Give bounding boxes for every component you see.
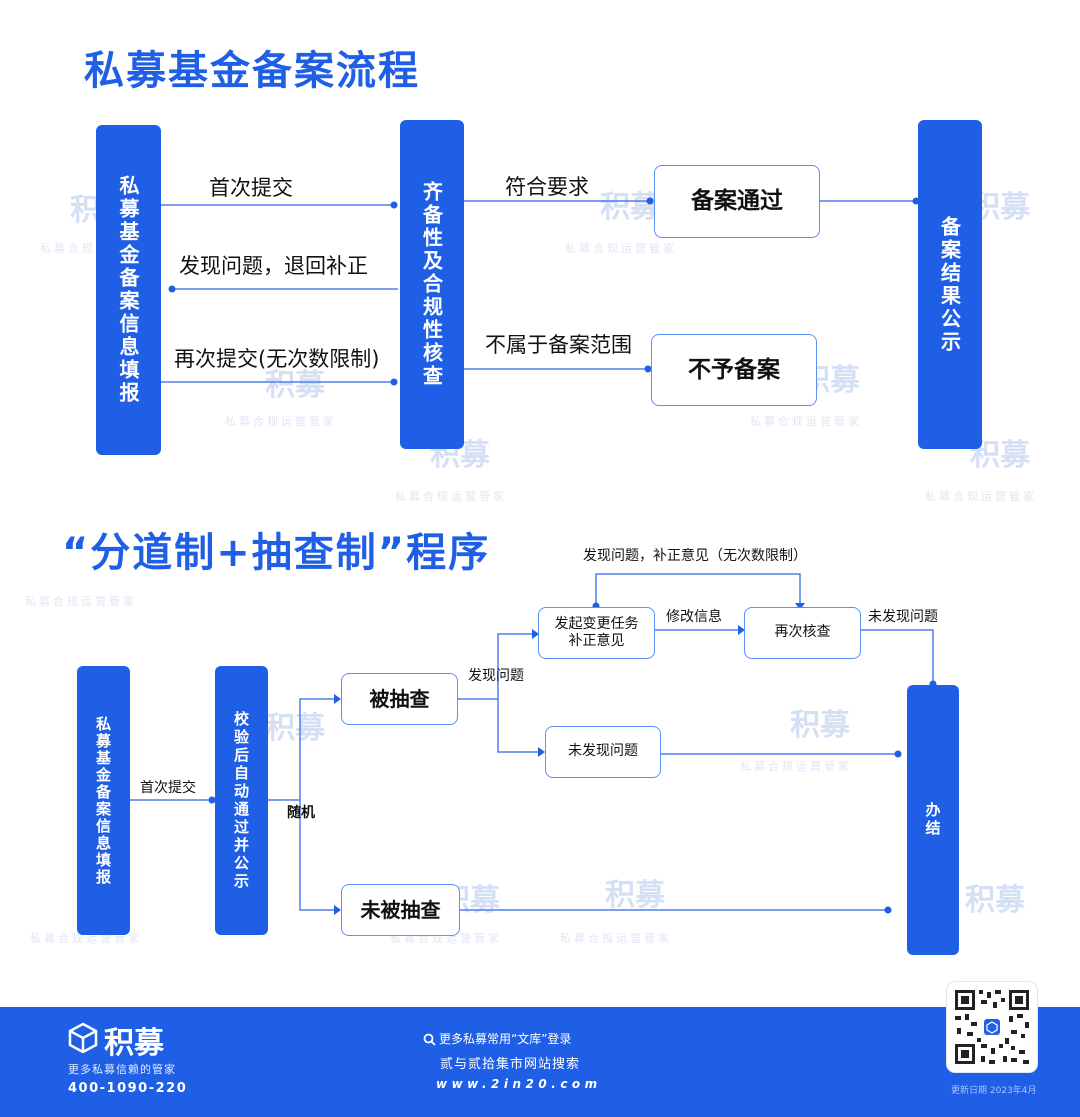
footer-url: www.2in20.com xyxy=(436,1077,602,1091)
box-not-sampled: 未被抽查 xyxy=(341,884,460,936)
box-recheck: 再次核查 xyxy=(744,607,861,659)
label-first-submit: 首次提交 xyxy=(209,176,293,200)
section1-left-bar-label: 私募基金备案信息填报 xyxy=(116,175,140,405)
label-loop-correction: 发现问题，补正意见（无次数限制） xyxy=(583,548,807,564)
label-random: 随机 xyxy=(287,805,315,821)
section2-left-bar-label: 私募基金备案信息填报 xyxy=(94,715,112,886)
section1-mid-bar-label: 齐备性及合规性核查 xyxy=(419,181,444,388)
section2-mid-bar-label: 校验后自动通过并公示 xyxy=(232,710,250,891)
footer-brand: 积募 xyxy=(104,1026,164,1061)
watermark-sub: 私募合规运营管家 xyxy=(25,595,137,608)
watermark-sub: 私募合规运营管家 xyxy=(395,490,507,503)
box-filing-rejected: 不予备案 xyxy=(651,334,817,406)
footer: 积募 更多私募信赖的管家 400-1090-220 更多私募常用“文库”登录 贰… xyxy=(0,1007,1080,1117)
brand-logo-icon xyxy=(68,1022,98,1054)
footer-line1: 更多私募常用“文库”登录 xyxy=(439,1032,572,1046)
label-problem-found: 发现问题 xyxy=(468,668,524,684)
label-first-submit-2: 首次提交 xyxy=(140,780,196,796)
section1-title: 私募基金备案流程 xyxy=(84,48,420,94)
box-no-problem: 未发现问题 xyxy=(545,726,661,778)
footer-line2: 贰与贰拾集市网站搜索 xyxy=(440,1057,581,1072)
box-change-task-line1: 发起变更任务 xyxy=(554,615,639,632)
section1-right-bar: 备案结果公示 xyxy=(918,120,982,449)
box-change-task-line2: 补正意见 xyxy=(568,633,625,649)
qr-code-image xyxy=(955,990,1029,1064)
watermark-sub: 私募合规运营管家 xyxy=(565,242,677,255)
section1-mid-bar: 齐备性及合规性核查 xyxy=(400,120,464,449)
label-no-problem-top: 未发现问题 xyxy=(868,609,938,625)
label-resubmit: 再次提交(无次数限制) xyxy=(174,347,380,371)
watermark-sub: 私募合规运营管家 xyxy=(560,932,672,945)
watermark-sub: 私募合规运营管家 xyxy=(750,415,862,428)
footer-phone: 400-1090-220 xyxy=(68,1081,188,1096)
watermark-sub: 私募合规运营管家 xyxy=(740,760,852,773)
label-not-in-scope: 不属于备案范围 xyxy=(485,333,632,357)
section1-right-bar-label: 备案结果公示 xyxy=(937,215,962,354)
section1-left-bar: 私募基金备案信息填报 xyxy=(96,125,161,455)
watermark-brand: 积募 xyxy=(790,708,850,743)
qr-code xyxy=(947,982,1037,1072)
watermark-brand: 积募 xyxy=(265,368,325,403)
section2-right-bar-label: 办结 xyxy=(923,802,942,838)
watermark-brand: 积募 xyxy=(605,878,665,913)
footer-slogan: 更多私募信赖的管家 xyxy=(68,1063,176,1076)
label-meets-requirements: 符合要求 xyxy=(505,175,589,199)
watermark-sub: 私募合规运营管家 xyxy=(225,415,337,428)
label-return-correct: 发现问题，退回补正 xyxy=(179,254,368,278)
box-sampled: 被抽查 xyxy=(341,673,458,725)
watermark-brand: 积募 xyxy=(600,190,660,225)
box-filing-passed: 备案通过 xyxy=(654,165,820,238)
footer-update-date: 更新日期 2023年4月 xyxy=(951,1086,1037,1096)
watermark-brand: 积募 xyxy=(965,883,1025,918)
watermark-sub: 私募合规运营管家 xyxy=(925,490,1037,503)
watermark-sub: 私募合规运营管家 xyxy=(30,932,142,945)
section2-left-bar: 私募基金备案信息填报 xyxy=(77,666,130,935)
search-icon xyxy=(423,1033,436,1046)
watermark-brand: 积募 xyxy=(265,711,325,746)
section2-right-bar: 办结 xyxy=(907,685,959,955)
section2-title: “分道制+抽查制”程序 xyxy=(62,530,491,576)
box-change-task: 发起变更任务 补正意见 xyxy=(538,607,655,659)
label-modify-info: 修改信息 xyxy=(666,609,722,625)
section2-mid-bar: 校验后自动通过并公示 xyxy=(215,666,268,935)
